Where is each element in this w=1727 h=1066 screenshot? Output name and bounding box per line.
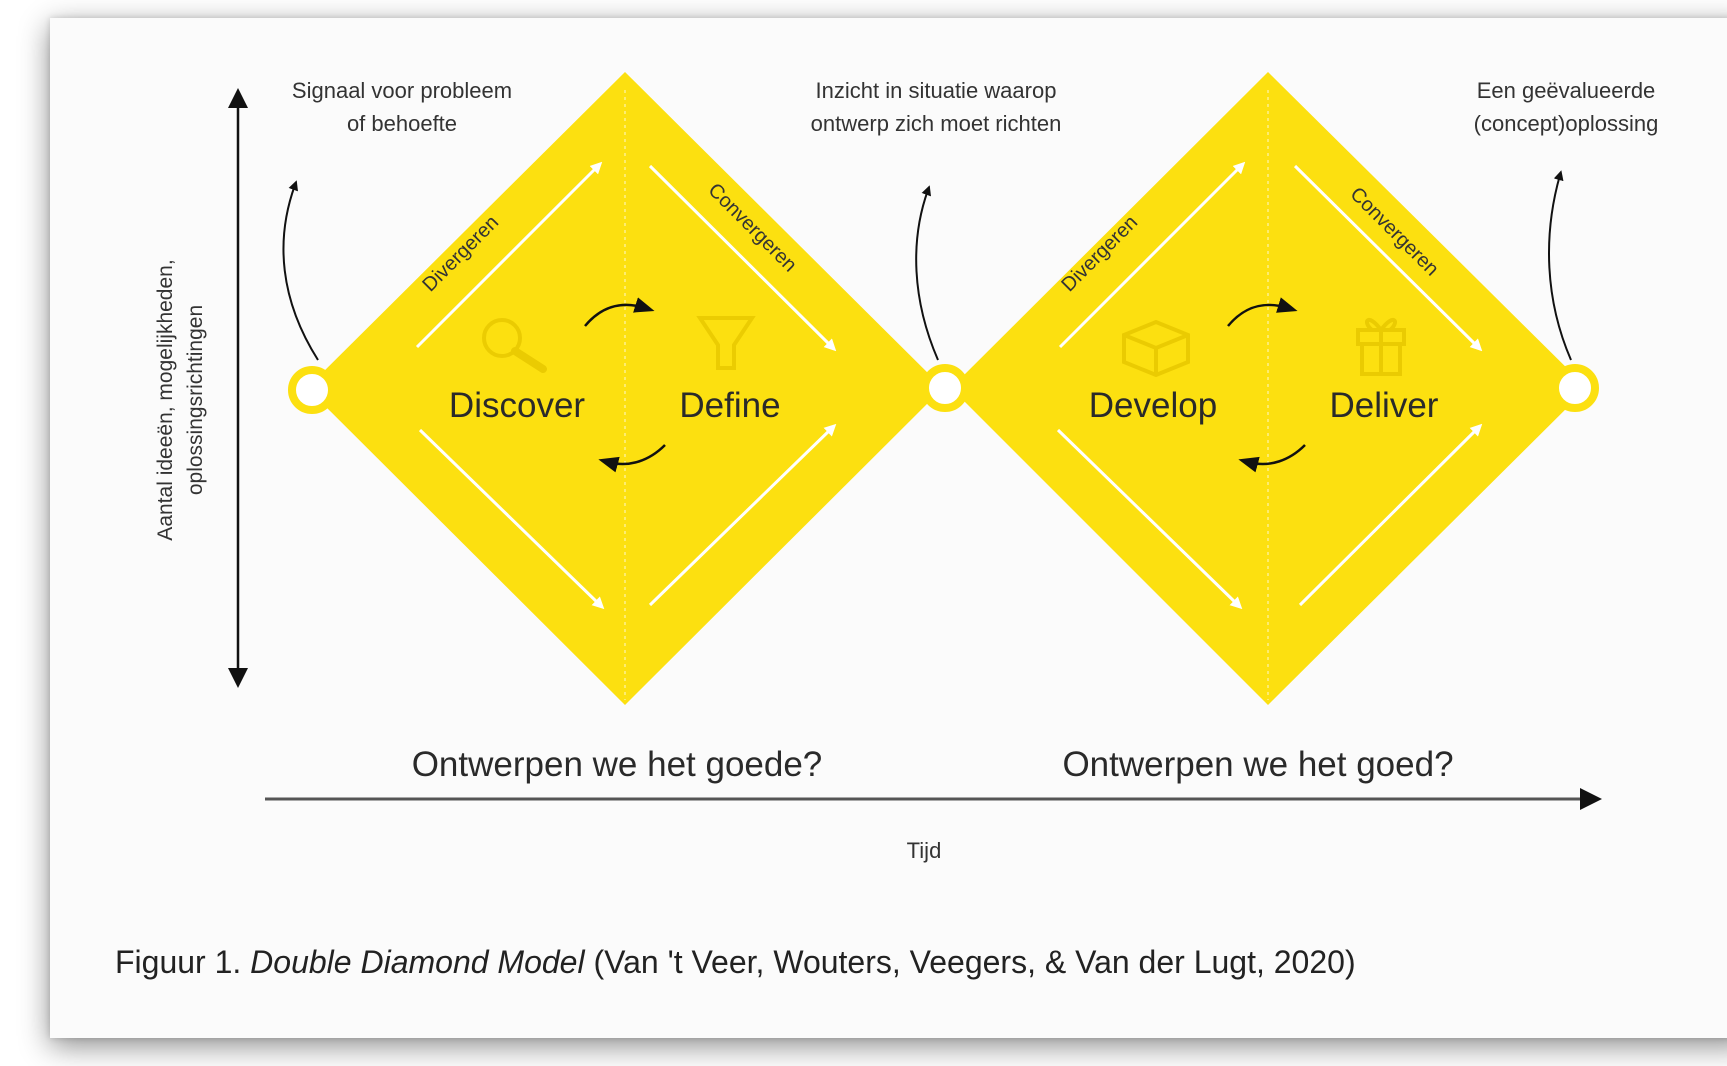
end-note-line-1: Een geëvalueerde xyxy=(1477,78,1656,103)
diamond-1 xyxy=(307,72,943,705)
caption-suffix: (Van 't Veer, Wouters, Veegers, & Van de… xyxy=(585,944,1356,980)
diamond-1-cycle-arrow-back xyxy=(598,444,666,473)
time-axis-label: Tijd xyxy=(907,838,942,863)
milestone-start xyxy=(288,366,336,414)
milestone-end xyxy=(1551,364,1599,412)
start-note-line-2: of behoefte xyxy=(347,111,457,136)
diamond-1-diverge-arrow-top xyxy=(415,161,603,349)
box-icon xyxy=(1122,319,1190,378)
diamond-2 xyxy=(951,72,1587,705)
vertical-axis-arrow-top xyxy=(228,88,248,108)
mid-note-arrow xyxy=(915,185,939,361)
mid-note-line-1: Inzicht in situatie waarop xyxy=(816,78,1057,103)
diamond-2-converge-arrow-top xyxy=(1293,164,1483,352)
diamond-1-cycle-arrow-forward xyxy=(584,297,655,327)
funnel-icon xyxy=(696,316,756,370)
mid-note-line-2: ontwerp zich moet richten xyxy=(811,111,1062,136)
start-note-arrow xyxy=(282,180,319,361)
diamond-2-diverge-arrow-bottom xyxy=(1056,428,1243,610)
start-note-line-1: Signaal voor probleem xyxy=(292,78,512,103)
figure-caption: Figuur 1. Double Diamond Model (Van 't V… xyxy=(115,944,1356,980)
phase-deliver: Deliver xyxy=(1330,386,1439,425)
end-note-line-2: (concept)oplossing xyxy=(1474,111,1659,136)
milestone-middle xyxy=(921,364,969,412)
question-diamond-1: Ontwerpen we het goede? xyxy=(412,745,823,784)
vertical-axis-label-line-1: Aantal ideeën, mogelijkheden, xyxy=(154,259,177,540)
vertical-axis-arrow-bottom xyxy=(228,668,248,688)
caption-prefix: Figuur 1. xyxy=(115,944,250,980)
phase-develop: Develop xyxy=(1089,386,1217,425)
time-axis-arrow xyxy=(1580,788,1602,810)
diamond-2-diverge-arrow-top xyxy=(1058,161,1246,349)
question-diamond-2: Ontwerpen we het goed? xyxy=(1062,745,1453,784)
vertical-axis-label-line-2: oplossingsrichtingen xyxy=(184,305,207,495)
diamond-1-diverge-arrow-bottom xyxy=(418,428,605,610)
diamond-1-converge-arrow-top xyxy=(648,164,837,352)
gift-icon xyxy=(1356,317,1406,376)
caption-title: Double Diamond Model xyxy=(250,944,585,980)
diamond-2-converge-arrow-bottom xyxy=(1298,423,1483,607)
diamond-1-converge-arrow-bottom xyxy=(648,423,837,607)
diamond-2-cycle-arrow-back xyxy=(1238,444,1306,473)
diamond-2-cycle-arrow-forward xyxy=(1227,297,1298,327)
phase-discover: Discover xyxy=(449,386,585,425)
phase-define: Define xyxy=(679,386,780,425)
end-note-arrow xyxy=(1548,170,1572,361)
figure-frame xyxy=(50,18,1727,1038)
magnifier-icon xyxy=(482,318,547,373)
